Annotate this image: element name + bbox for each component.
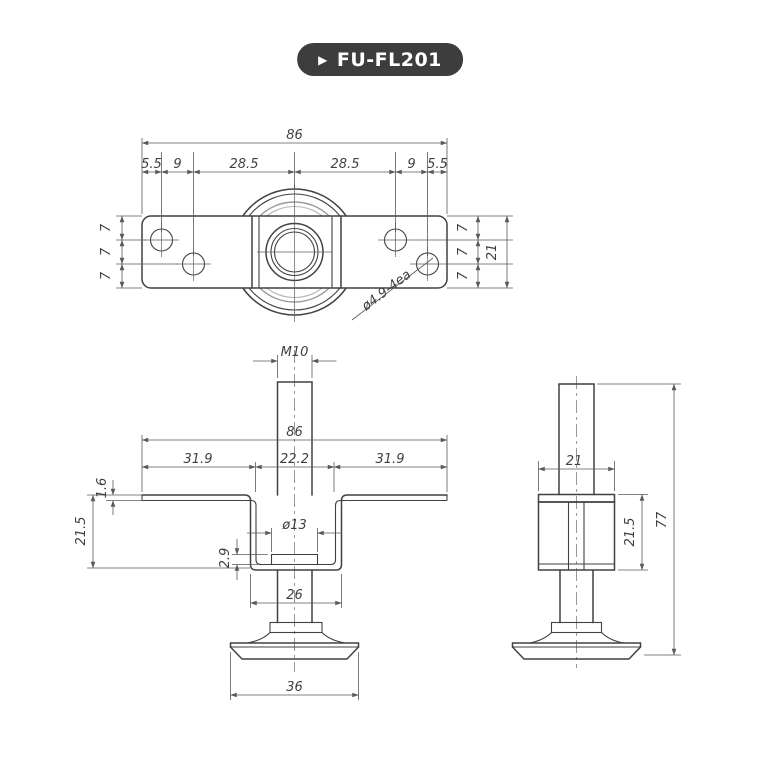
svg-text:5.5: 5.5	[141, 157, 162, 172]
front-view: M10 86 31.9 22.2 31.9	[74, 345, 448, 700]
svg-text:86: 86	[286, 425, 303, 440]
svg-text:21.5: 21.5	[623, 518, 638, 547]
dim-side-depth: 21	[538, 454, 615, 491]
dim-thread-size: M10	[253, 345, 337, 378]
dim-channel-width: 26	[250, 574, 342, 608]
dim-top-left-rows: 7 7 7	[99, 215, 178, 289]
dim-front-overall-width: 86	[141, 425, 448, 492]
dim-top-overall-width: 86	[141, 128, 448, 214]
svg-text:86: 86	[286, 128, 303, 143]
side-foot	[511, 621, 642, 660]
svg-text:7: 7	[456, 223, 471, 232]
part-number-label: FU-FL201	[336, 48, 442, 71]
dim-foot-diameter: 36	[230, 652, 359, 700]
svg-text:5.5: 5.5	[427, 157, 448, 172]
dim-front-height: 21.5	[74, 494, 250, 569]
top-view: 86 5.5 9 28.5 28.5 9 5.5	[99, 128, 513, 322]
dim-boss-diameter: ø13	[247, 518, 342, 552]
dim-side-body-height: 21.5	[618, 494, 648, 571]
dim-top-segments: 5.5 9 28.5 28.5 9 5.5	[141, 152, 448, 256]
svg-text:28.5: 28.5	[331, 157, 360, 172]
svg-text:77: 77	[655, 511, 670, 528]
bracket-profile	[141, 494, 448, 571]
dim-front-segments: 31.9 22.2 31.9	[141, 452, 448, 492]
svg-text:9: 9	[173, 157, 181, 172]
svg-text:22.2: 22.2	[280, 452, 309, 467]
svg-text:21.5: 21.5	[74, 517, 89, 546]
play-icon: ▶	[318, 52, 328, 67]
dim-sheet-thickness: 1.6	[87, 478, 142, 515]
top-view-centerlines	[257, 184, 332, 322]
svg-text:ø13: ø13	[281, 518, 307, 533]
front-foot	[229, 621, 360, 660]
svg-text:26: 26	[286, 588, 303, 603]
part-number-badge: ▶ FU-FL201	[297, 43, 463, 76]
svg-text:7: 7	[99, 247, 114, 256]
svg-text:7: 7	[99, 271, 114, 280]
svg-text:1.6: 1.6	[95, 478, 110, 499]
svg-text:28.5: 28.5	[230, 157, 259, 172]
svg-text:9: 9	[407, 157, 415, 172]
svg-text:2.9: 2.9	[218, 548, 233, 569]
svg-text:31.9: 31.9	[184, 452, 213, 467]
svg-text:31.9: 31.9	[376, 452, 405, 467]
svg-text:21: 21	[566, 454, 583, 469]
dim-side-overall-height: 77	[597, 383, 681, 656]
side-view: 21 21.5	[511, 376, 681, 668]
side-body	[537, 493, 616, 571]
side-stud-outline	[558, 383, 595, 624]
dim-boss-height: 2.9	[218, 539, 268, 580]
svg-text:21: 21	[485, 244, 500, 261]
svg-text:M10: M10	[281, 345, 309, 360]
boss-outline	[270, 553, 319, 565]
svg-text:7: 7	[456, 247, 471, 256]
svg-text:36: 36	[286, 680, 303, 695]
svg-text:7: 7	[99, 223, 114, 232]
dim-top-right-rows: 7 7 7 21	[413, 215, 513, 289]
svg-text:7: 7	[456, 271, 471, 280]
